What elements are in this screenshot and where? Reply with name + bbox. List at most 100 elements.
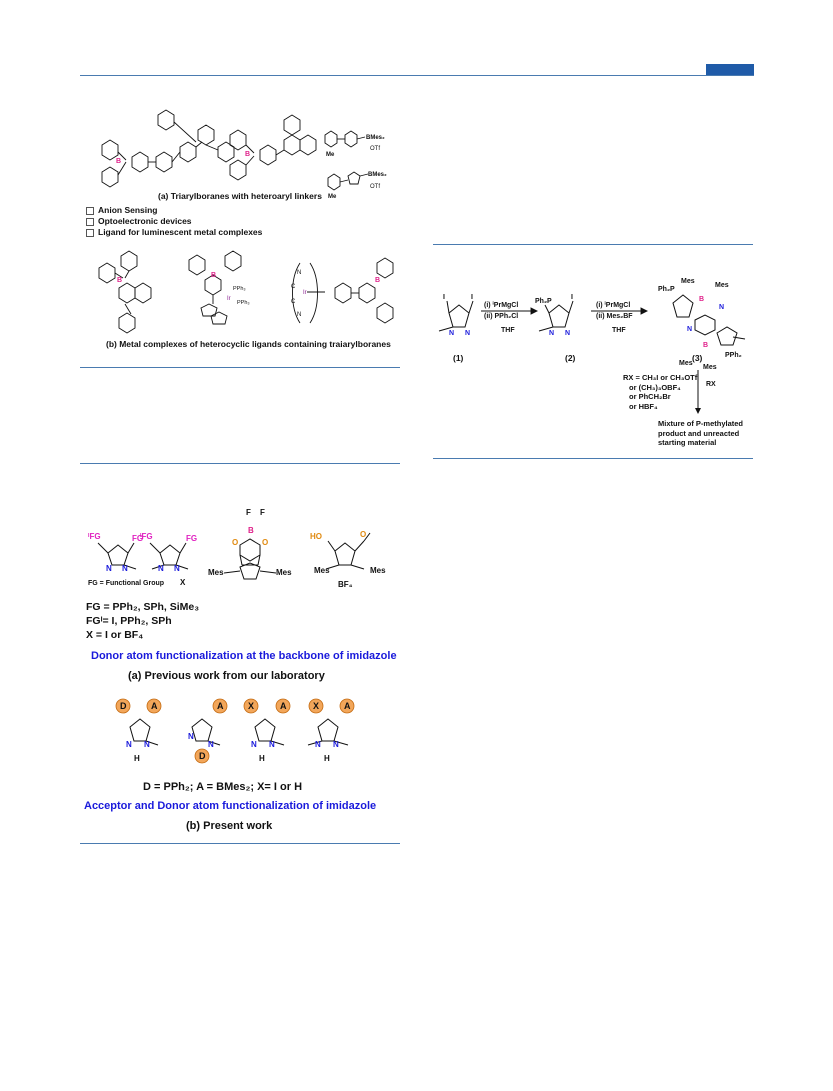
acceptor-badge: A — [280, 701, 287, 711]
present-work-definitions: D = PPh₂; A = BMes₂; X= I or H — [143, 781, 303, 793]
fg-label: FG — [132, 534, 143, 543]
nitrogen-label: N — [158, 564, 164, 573]
pph2-label: PPh₂ — [725, 352, 742, 359]
step2-reagent-1: (i) ⁱPrMgCl — [596, 302, 631, 309]
scheme-rule-top — [433, 244, 753, 245]
boron-atom-label: B — [245, 151, 250, 158]
application-item: Optoelectronic devices — [86, 216, 262, 227]
scheme-rule-bottom — [433, 458, 753, 459]
boron-atom-label: B — [117, 277, 122, 284]
iodine-label: I — [443, 294, 445, 301]
nitrogen-label: N — [144, 740, 150, 749]
rx-arrow — [695, 370, 701, 414]
previous-work-definitions: FG = PPh₂, SPh, SiMe₃ FGᴵ= I, PPh₂, SPh … — [86, 600, 199, 642]
nitrogen-label: N — [106, 564, 112, 573]
header-rule — [80, 75, 754, 76]
nitrogen-label: N — [297, 312, 301, 318]
previous-work-structures: ᴵFG FG ᴵFG FG N N N N X F F B O O Mes Me… — [88, 508, 386, 589]
methyl-label: Me — [328, 194, 337, 200]
hydrogen-label: H — [324, 754, 330, 763]
otf-label: OTf — [370, 184, 380, 190]
definition-line: X = I or BF₄ — [86, 629, 144, 641]
mes-label: Mes — [314, 566, 330, 575]
boron-atom-label: B — [703, 342, 708, 349]
nitrogen-label: N — [719, 304, 724, 311]
figure-divider — [80, 367, 400, 368]
previous-work-summary: Donor atom functionalization at the back… — [91, 650, 397, 662]
donor-badge: D — [199, 751, 206, 761]
mes-label: Mes — [208, 568, 224, 577]
oxygen-label: O — [232, 538, 238, 547]
nitrogen-label: N — [565, 330, 570, 337]
nitrogen-label: N — [188, 732, 194, 741]
figure-divider — [80, 843, 400, 844]
step2-reagent-2: (ii) Mes₂BF — [596, 313, 633, 320]
metal-complex-structures: B B Ir PPh₃ PPh₃ Ir N N C C B — [98, 250, 394, 334]
present-work-structures: D A A D X A X A N N H N N N N H N N H — [115, 698, 355, 764]
fg-label: FG — [186, 534, 197, 543]
ifg-label: ᴵFG — [140, 532, 153, 541]
carbon-label: C — [291, 299, 296, 305]
mes-label: Mes — [276, 568, 292, 577]
fluorine-label: F — [260, 508, 265, 517]
pph3-label: PPh₃ — [233, 286, 246, 292]
step1-reagent-1: (i) ⁱPrMgCl — [484, 302, 519, 309]
carbon-label: C — [291, 284, 296, 290]
boron-atom-label: B — [699, 296, 704, 303]
step1-solvent: THF — [501, 327, 515, 334]
ph2p-label: Ph₂P — [658, 286, 675, 293]
ifg-label: ᴵFG — [88, 532, 101, 541]
oxygen-label: O — [262, 538, 268, 547]
nitrogen-label: N — [315, 740, 321, 749]
definition-line: FGᴵ= I, PPh₂, SPh — [86, 615, 172, 627]
otf-label: OTf — [370, 146, 380, 152]
header-tab — [706, 64, 754, 75]
nitrogen-label: N — [687, 326, 692, 333]
hydrogen-label: H — [259, 754, 265, 763]
iodine-label: I — [571, 294, 573, 301]
halide-badge: X — [313, 701, 319, 711]
acceptor-badge: A — [344, 701, 351, 711]
present-work-summary: Acceptor and Donor atom functionalizatio… — [84, 800, 377, 812]
ph2p-label: Ph₂P — [535, 298, 552, 305]
nitrogen-label: N — [465, 330, 470, 337]
mes-label: Mes — [370, 566, 386, 575]
nitrogen-label: N — [449, 330, 454, 337]
fg-note: FG = Functional Group — [88, 580, 165, 587]
nitrogen-label: N — [333, 740, 339, 749]
compound-label-3: (3) — [692, 353, 703, 363]
compound-label-1: (1) — [453, 353, 464, 363]
hydroxy-label: HO — [310, 532, 322, 541]
mes-label: Mes — [681, 278, 695, 285]
boron-atom-label: B — [248, 526, 254, 535]
iridium-label: Ir — [303, 290, 307, 296]
nitrogen-label: N — [269, 740, 275, 749]
hydrogen-label: H — [134, 754, 140, 763]
mes-label: Mes — [679, 360, 693, 367]
reaction-outcome: Mixture of P-methylated product and unre… — [658, 419, 744, 447]
step1-reagent-2: (ii) PPh₂Cl — [484, 313, 519, 320]
iridium-label: Ir — [227, 296, 231, 302]
counter-anion-x: X — [180, 578, 186, 587]
triarylborane-structures: B B BMes₂ BMes₂ OTf OTf Me Me — [101, 109, 387, 200]
nitrogen-label: N — [126, 740, 132, 749]
nitrogen-label: N — [122, 564, 128, 573]
nitrogen-label: N — [549, 330, 554, 337]
application-item: Anion Sensing — [86, 205, 262, 216]
boron-atom-label: B — [375, 277, 380, 284]
figure-divider — [80, 463, 400, 464]
nitrogen-label: N — [297, 270, 301, 276]
mes-label: Mes — [715, 282, 729, 289]
boron-atom-label: B — [211, 272, 216, 279]
nitrogen-label: N — [174, 564, 180, 573]
acceptor-badge: A — [217, 701, 224, 711]
nitrogen-label: N — [208, 740, 214, 749]
synthesis-scheme: I I N N Ph₂P I N N Ph₂P Mes Mes B B N N … — [438, 278, 746, 371]
iodine-label: I — [471, 294, 473, 301]
application-item: Ligand for luminescent metal complexes — [86, 227, 262, 238]
previous-work-caption: (a) Previous work from our laboratory — [128, 670, 325, 682]
oxygen-label: O — [360, 530, 366, 539]
acceptor-badge: A — [151, 701, 158, 711]
halide-badge: X — [248, 701, 254, 711]
compound-label-2: (2) — [565, 353, 576, 363]
